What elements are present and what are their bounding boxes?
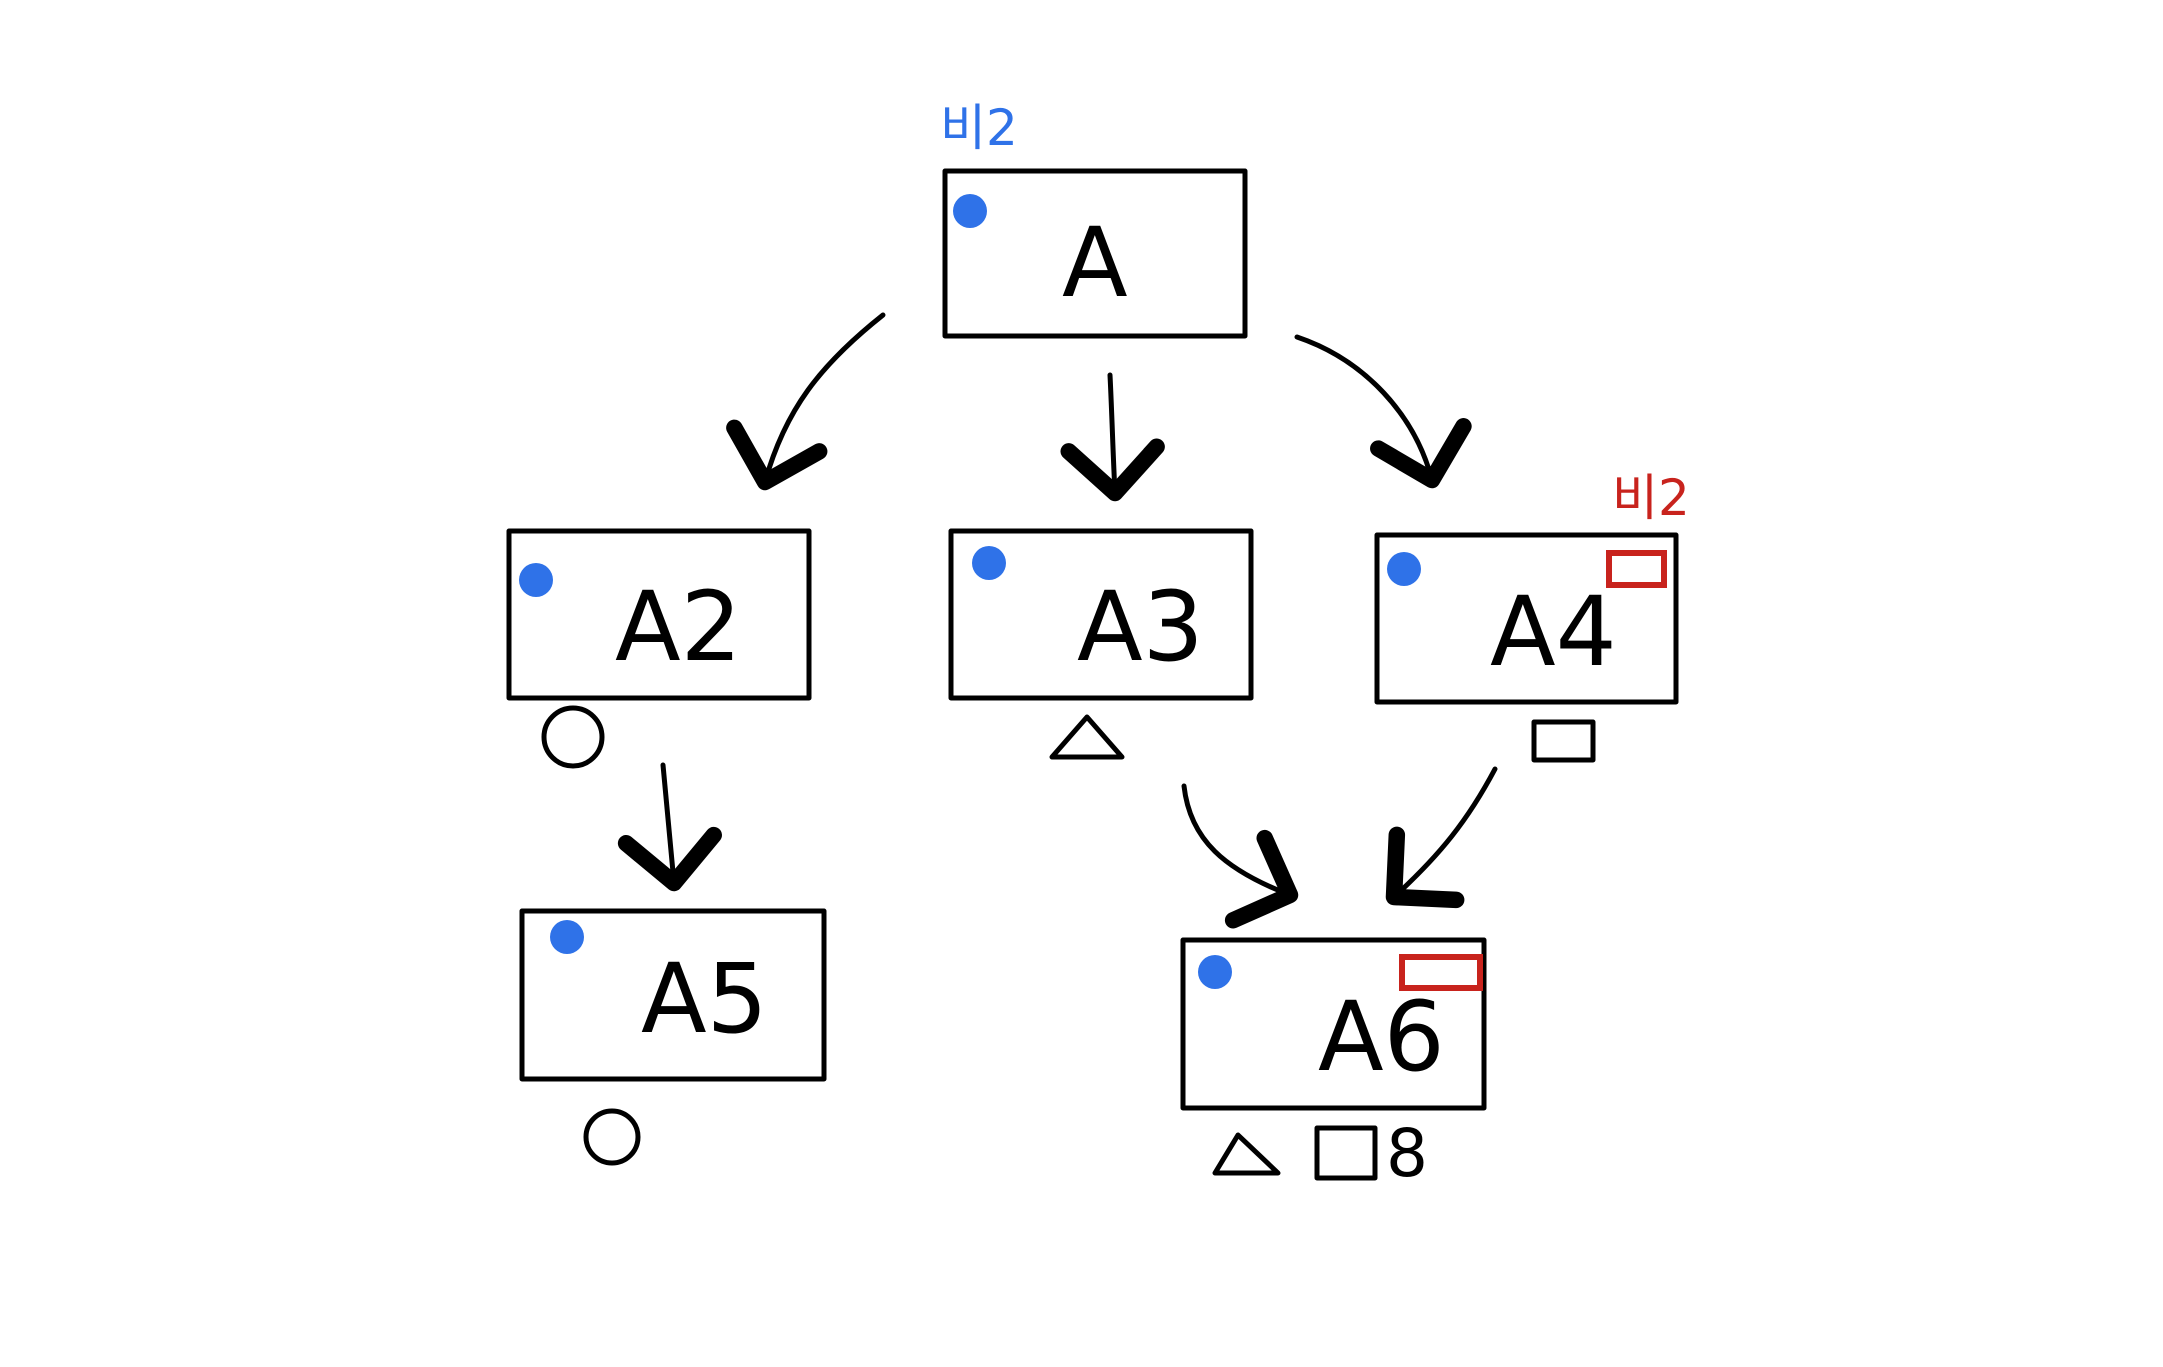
top-annotation: 비2 [940,99,1018,157]
arrow-icon [1060,372,1165,502]
blue-dot-icon [972,546,1006,580]
node-A: A [942,168,1248,339]
node-A5-marks [583,1108,641,1166]
node-A6-marks: 8 [1212,1115,1428,1192]
node-A3-label: A3 [1077,571,1204,683]
blue-dot-icon [519,563,553,597]
node-A4-box [1374,532,1679,705]
edge-A3-to-A6 [1181,783,1299,929]
node-A3: A3 [948,528,1254,701]
blue-dot-icon [550,920,584,954]
node-A6: A6 [1180,937,1487,1111]
red-rectangle-icon [1399,954,1483,991]
node-A4: A4 비2 [1374,469,1690,705]
node-A6-label: A6 [1318,981,1445,1093]
arrow-icon [617,762,722,892]
node-A4-label: A4 [1490,576,1617,688]
arrow-icon [726,312,886,491]
blue-dot-icon [953,194,987,228]
node-A3-marks [1049,714,1125,760]
edge-A-to-A4 [1294,334,1472,489]
node-A-label: A [1062,207,1128,319]
edge-A2-to-A5 [617,762,722,892]
arrow-icon [1181,783,1299,929]
circle-icon [541,705,605,769]
edge-A4-to-A6 [1385,766,1498,909]
arrow-icon [1294,334,1472,489]
node-A6-box [1180,937,1487,1111]
node-A4-annotation: 비2 [1612,469,1690,527]
node-A4-marks [1531,719,1596,763]
edge-A-to-A2 [726,312,886,491]
node-A5-label: A5 [641,943,768,1055]
square-icon [1531,719,1596,763]
top-annotation-text: 비2 [940,99,1018,157]
triangle-icon [1049,714,1125,760]
blue-dot-icon [1387,552,1421,586]
arrow-icon [1385,766,1498,909]
node-A2-marks [541,705,605,769]
node-A5: A5 [519,908,827,1082]
red-rectangle-icon [1606,550,1667,588]
node-A-box [942,168,1248,339]
circle-icon [583,1108,641,1166]
square-icon [1314,1125,1378,1181]
node-A3-box [948,528,1254,701]
node-A6-number: 8 [1386,1115,1428,1192]
node-A2-label: A2 [615,571,742,683]
triangle-icon [1212,1132,1281,1176]
node-A2: A2 [506,528,812,701]
node-A5-box [519,908,827,1082]
node-A2-box [506,528,812,701]
edge-A-to-A3 [1060,372,1165,502]
blue-dot-icon [1198,955,1232,989]
